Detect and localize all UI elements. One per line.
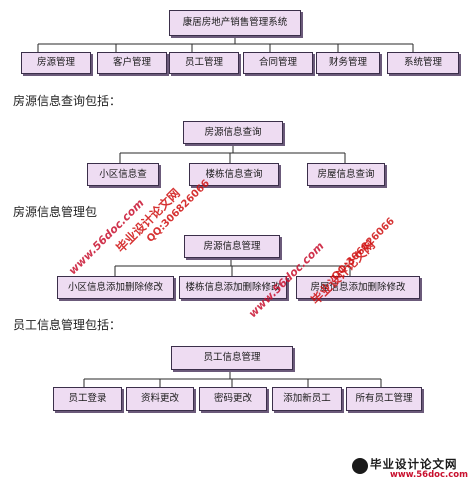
section-heading-staff: 员工信息管理包括：: [13, 318, 122, 332]
module-node: 员工管理: [169, 52, 239, 74]
manage-child-node: 房屋信息添加删除修改: [296, 276, 420, 299]
connector-staff: [83, 370, 382, 387]
staff-child-node: 资料更改: [126, 387, 194, 411]
staff-child-node: 员工登录: [53, 387, 122, 411]
module-node: 房源管理: [21, 52, 91, 74]
query-root-node: 房源信息查询: [183, 121, 283, 144]
connector-query: [119, 144, 346, 163]
logo-mark-icon: [352, 458, 368, 474]
connector-top: [37, 36, 414, 52]
connector-manage: [114, 258, 351, 276]
logo-url: www.56doc.com: [390, 470, 468, 480]
staff-child-node: 所有员工管理: [346, 387, 422, 411]
section-heading-manage: 房源信息管理包: [13, 205, 98, 219]
staff-child-node: 密码更改: [199, 387, 267, 411]
manage-root-node: 房源信息管理: [184, 235, 280, 258]
query-child-node: 小区信息查: [87, 163, 159, 186]
manage-child-node: 小区信息添加删除修改: [57, 276, 174, 299]
module-node: 系统管理: [387, 52, 459, 74]
staff-child-node: 添加新员工: [272, 387, 342, 411]
site-logo: 毕业设计论文网 www.56doc.com: [352, 456, 472, 480]
query-child-node: 楼栋信息查询: [189, 163, 279, 186]
module-node: 财务管理: [316, 52, 380, 74]
query-child-node: 房屋信息查询: [307, 163, 385, 186]
module-node: 合同管理: [243, 52, 313, 74]
section-heading-query: 房源信息查询包括：: [13, 94, 122, 108]
logo-name: 毕业设计论文网: [370, 457, 458, 471]
root-node: 康居房地产销售管理系统: [169, 10, 301, 36]
staff-root-node: 员工信息管理: [171, 346, 293, 370]
module-node: 客户管理: [97, 52, 167, 74]
manage-child-node: 楼栋信息添加删除修改: [179, 276, 287, 299]
